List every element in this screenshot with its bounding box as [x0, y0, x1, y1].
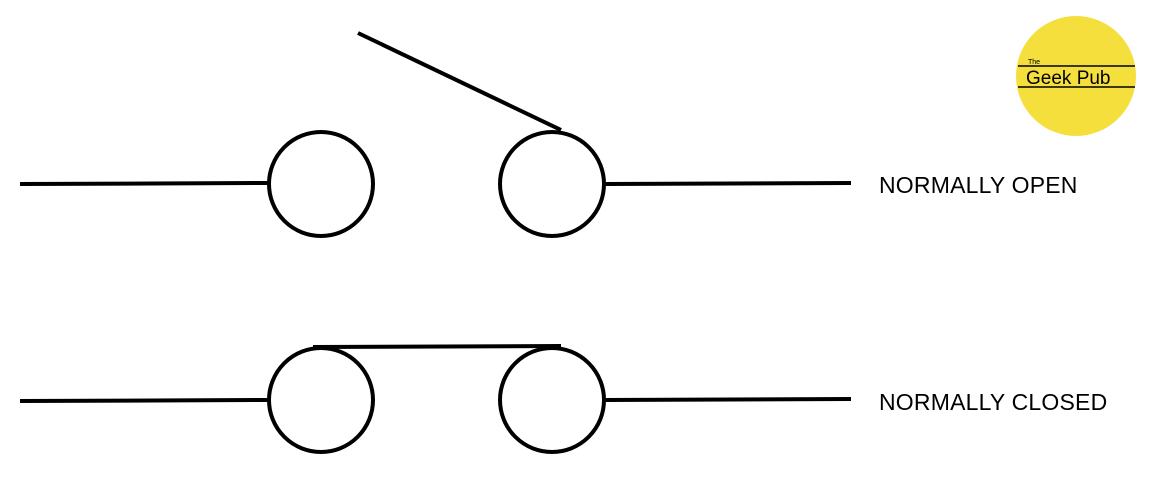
nc-right-wire [603, 397, 852, 402]
no-left-terminal [267, 130, 375, 238]
nc-closed-contact-bar [312, 344, 562, 349]
no-right-wire [603, 181, 852, 186]
nc-right-terminal [498, 346, 606, 454]
logo-circle [1016, 16, 1136, 136]
normally-closed-label: NORMALLY CLOSED [879, 389, 1107, 415]
logo-main-text: Geek Pub [1026, 68, 1111, 89]
no-left-wire [19, 181, 269, 186]
no-right-terminal [498, 130, 606, 238]
normally-closed-switch: NORMALLY CLOSED [19, 344, 1107, 454]
geek-pub-logo: The Geek Pub [1016, 16, 1136, 136]
normally-open-switch: NORMALLY OPEN [19, 31, 1078, 238]
nc-left-wire [19, 398, 269, 403]
logo-small-text: The [1028, 59, 1040, 66]
no-open-contact-arm [357, 31, 562, 132]
nc-left-terminal [267, 346, 375, 454]
normally-open-label: NORMALLY OPEN [879, 172, 1078, 198]
